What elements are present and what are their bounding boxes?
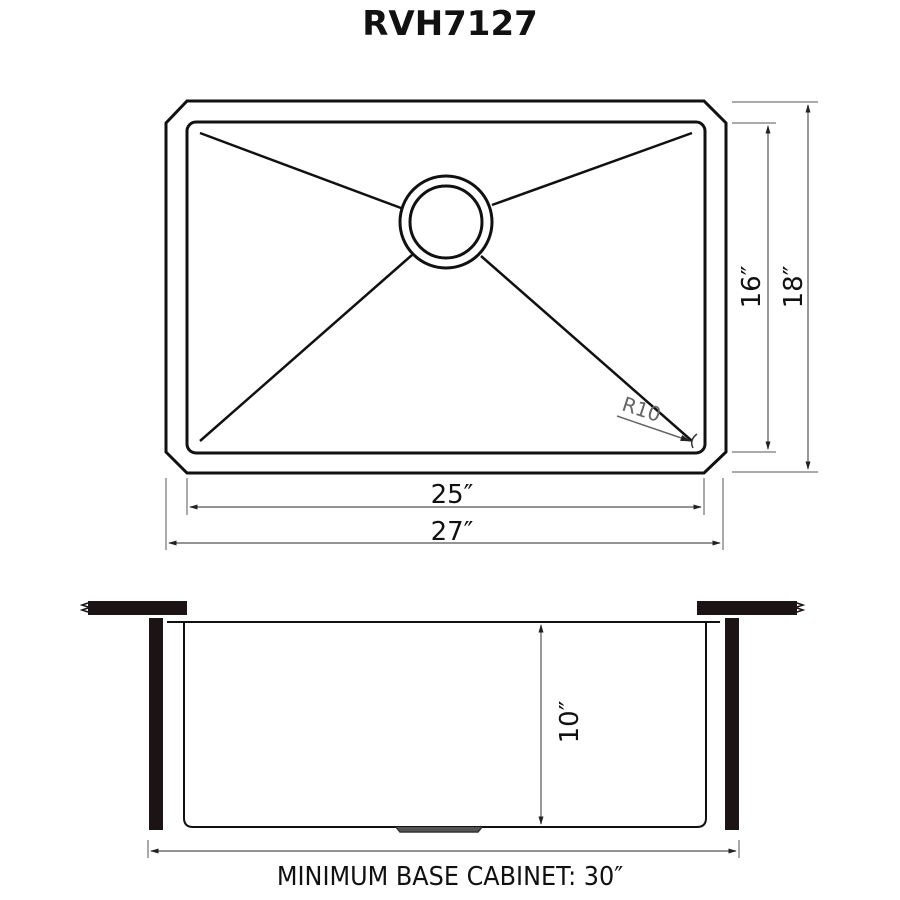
outer-width-label: 27″ xyxy=(431,517,474,547)
radius-leader xyxy=(616,415,691,442)
slope-line-bl xyxy=(199,254,413,442)
cabinet-wall-right xyxy=(725,618,739,830)
outer-flange xyxy=(164,99,728,475)
radius-label: R10 xyxy=(619,392,664,427)
bowl-depth-label: 10″ xyxy=(555,700,585,743)
drain-inner-ring xyxy=(408,184,484,260)
model-title: RVH7127 xyxy=(362,4,538,44)
inner-depth-label: 16″ xyxy=(737,265,767,308)
drain-outer-ring xyxy=(398,174,494,270)
inner-bowl xyxy=(185,120,707,455)
drain-profile xyxy=(395,826,483,833)
slope-line-br xyxy=(480,255,693,442)
side-view: 10″ xyxy=(79,601,806,858)
cabinet-wall-left xyxy=(149,618,163,830)
countertop-left xyxy=(88,601,187,615)
sink-bowl-profile xyxy=(183,622,707,828)
countertop-right xyxy=(697,601,797,615)
min-cabinet-label: MINIMUM BASE CABINET: 30″ xyxy=(276,862,624,892)
top-view: R10 25″ 27″ 16″ 18″ xyxy=(164,99,818,550)
outer-depth-label: 18″ xyxy=(779,265,809,308)
slope-line-tl xyxy=(199,131,402,210)
slope-line-tr xyxy=(491,131,693,207)
inner-width-label: 25″ xyxy=(431,480,474,510)
